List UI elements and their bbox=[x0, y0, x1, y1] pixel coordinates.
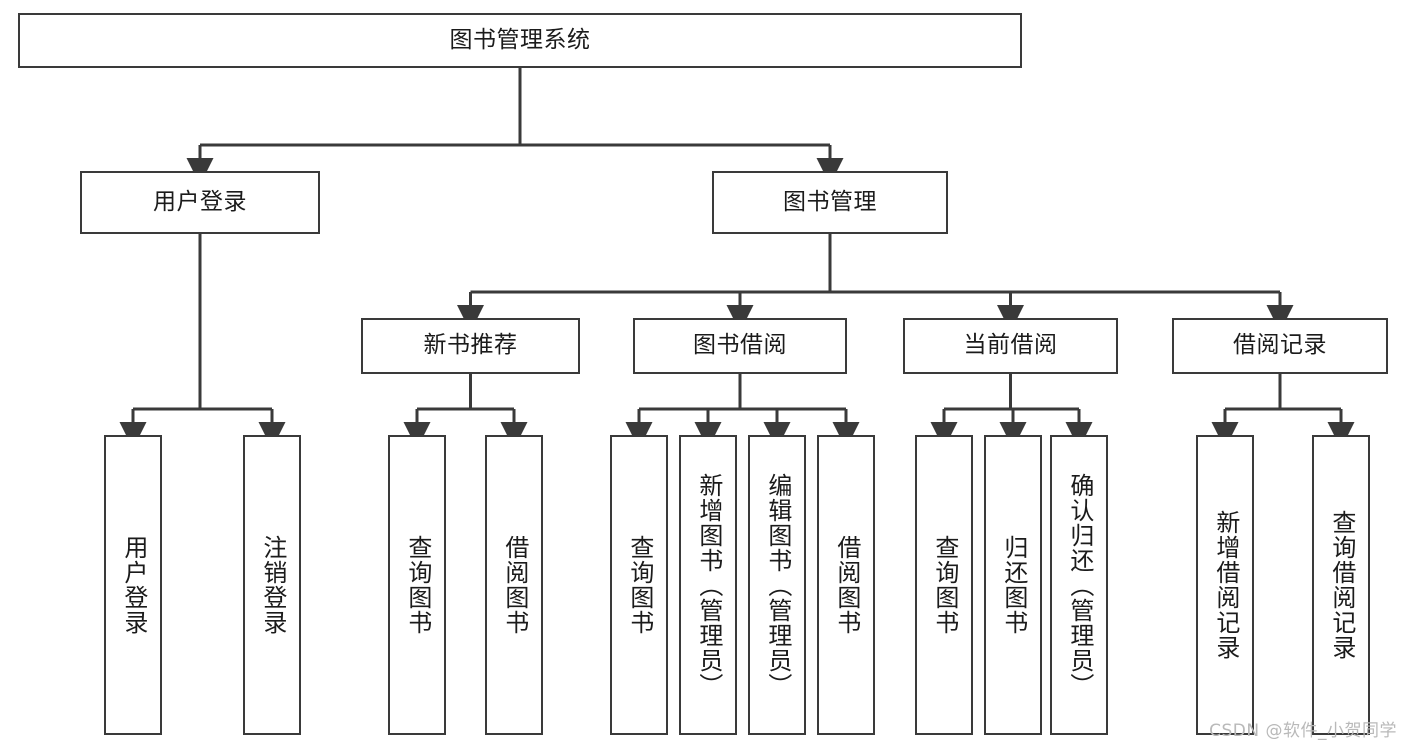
watermark-label: CSDN @软件_小贺同学 bbox=[1209, 721, 1397, 741]
node-label: 注销登录 bbox=[258, 535, 287, 635]
node-leaf-query-book-2[interactable]: 查询图书 bbox=[610, 435, 668, 735]
node-new-book-rec[interactable]: 新书推荐 bbox=[361, 318, 580, 374]
node-label: 查询图书 bbox=[930, 535, 959, 635]
node-label: 借阅图书 bbox=[832, 535, 861, 635]
node-label: 查询图书 bbox=[403, 535, 432, 635]
node-borrow-record[interactable]: 借阅记录 bbox=[1172, 318, 1388, 374]
node-current-borrow[interactable]: 当前借阅 bbox=[903, 318, 1118, 374]
node-label: 当前借阅 bbox=[963, 332, 1058, 359]
node-label: 图书借阅 bbox=[693, 332, 787, 359]
node-label: 新增图书（管理员） bbox=[694, 472, 723, 698]
node-label: 用户登录 bbox=[153, 188, 247, 215]
node-label: 新书推荐 bbox=[423, 332, 518, 359]
node-leaf-add-record[interactable]: 新增借阅记录 bbox=[1196, 435, 1254, 735]
node-leaf-query-book-1[interactable]: 查询图书 bbox=[388, 435, 446, 735]
node-leaf-borrow-book-1[interactable]: 借阅图书 bbox=[485, 435, 543, 735]
node-label: 新增借阅记录 bbox=[1211, 510, 1240, 660]
node-label: 归还图书 bbox=[999, 535, 1028, 635]
node-leaf-borrow-book-2[interactable]: 借阅图书 bbox=[817, 435, 875, 735]
node-leaf-edit-book[interactable]: 编辑图书（管理员） bbox=[748, 435, 806, 735]
node-leaf-query-book-3[interactable]: 查询图书 bbox=[915, 435, 973, 735]
node-book-manage[interactable]: 图书管理 bbox=[712, 171, 948, 234]
node-leaf-logout[interactable]: 注销登录 bbox=[243, 435, 301, 735]
node-leaf-user-login[interactable]: 用户登录 bbox=[104, 435, 162, 735]
node-label: 图书管理系统 bbox=[449, 26, 591, 53]
node-label: 查询图书 bbox=[625, 535, 654, 635]
node-book-borrow[interactable]: 图书借阅 bbox=[633, 318, 847, 374]
node-label: 借阅记录 bbox=[1233, 332, 1327, 359]
node-leaf-query-record[interactable]: 查询借阅记录 bbox=[1312, 435, 1370, 735]
node-label: 图书管理 bbox=[783, 188, 877, 215]
node-leaf-add-book[interactable]: 新增图书（管理员） bbox=[679, 435, 737, 735]
node-label: 查询借阅记录 bbox=[1327, 510, 1356, 660]
node-label: 确认归还（管理员） bbox=[1065, 472, 1094, 698]
node-root[interactable]: 图书管理系统 bbox=[18, 13, 1022, 68]
node-leaf-confirm-return[interactable]: 确认归还（管理员） bbox=[1050, 435, 1108, 735]
node-leaf-return-book[interactable]: 归还图书 bbox=[984, 435, 1042, 735]
node-label: 用户登录 bbox=[119, 535, 148, 635]
node-label: 借阅图书 bbox=[500, 535, 529, 635]
node-label: 编辑图书（管理员） bbox=[763, 472, 792, 698]
node-user-login[interactable]: 用户登录 bbox=[80, 171, 320, 234]
